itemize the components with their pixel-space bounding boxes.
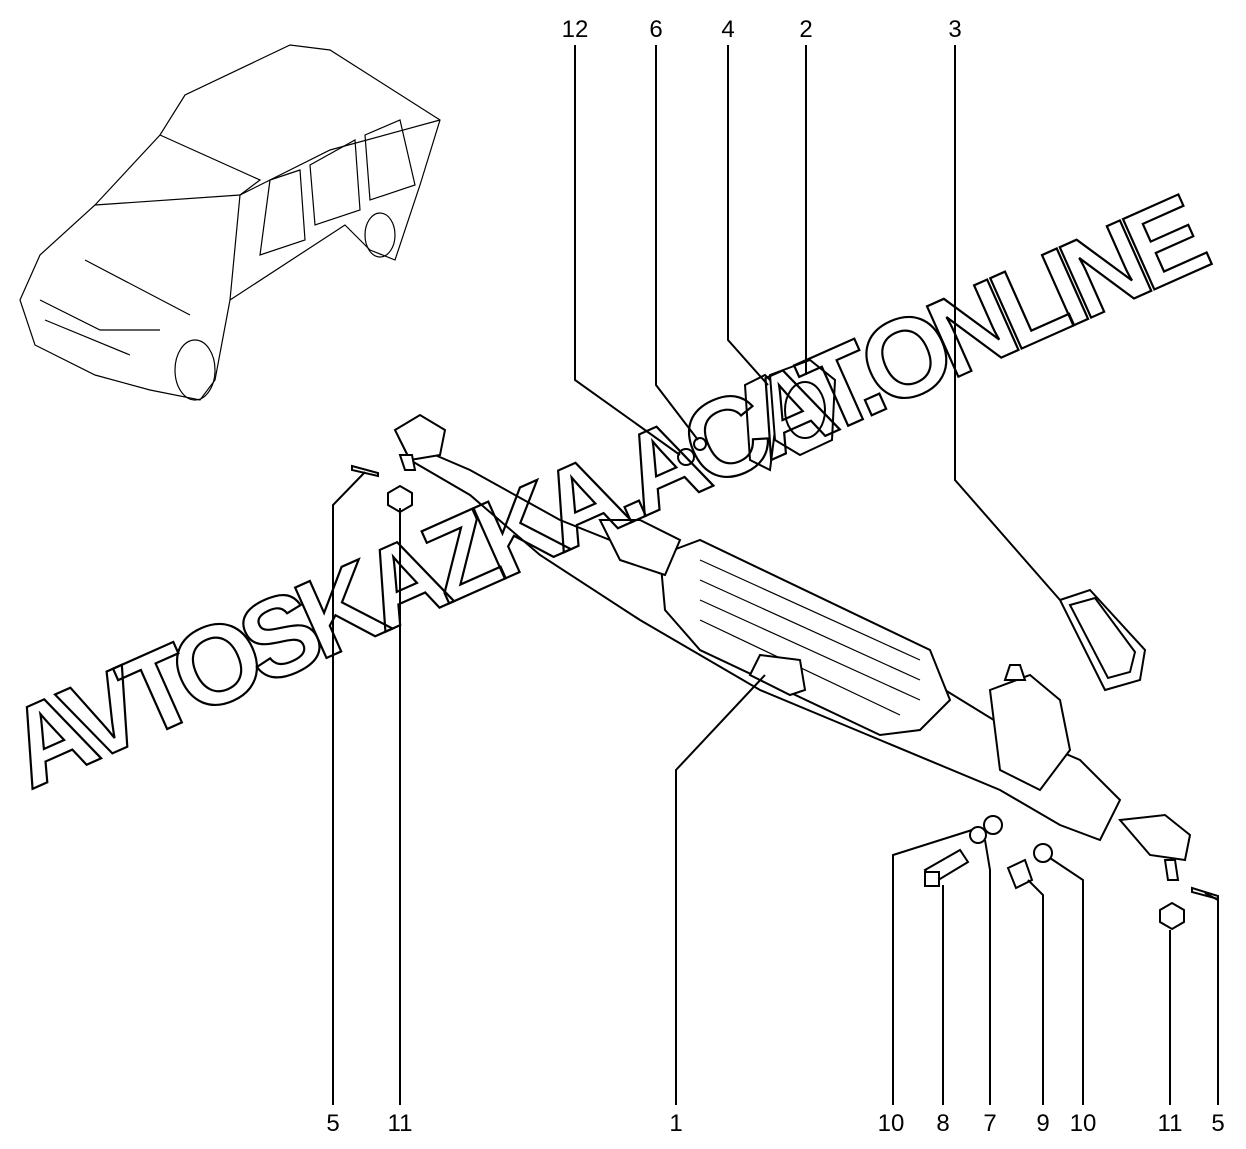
callout-6: 6	[649, 16, 662, 43]
callout-8: 8	[936, 1110, 949, 1137]
callout-5-right: 5	[1211, 1110, 1224, 1137]
callout-11-right: 11	[1158, 1110, 1183, 1137]
callout-10-left: 10	[878, 1110, 905, 1137]
callout-1: 1	[669, 1110, 682, 1137]
callout-9: 9	[1036, 1110, 1049, 1137]
callout-3: 3	[948, 16, 961, 43]
callout-4: 4	[721, 16, 734, 43]
leader-lines	[332, 45, 1219, 1105]
callout-10-right: 10	[1070, 1110, 1097, 1137]
vehicle-thumbnail	[19, 44, 441, 401]
callout-2: 2	[799, 16, 812, 43]
callout-12: 12	[562, 16, 589, 43]
callout-7: 7	[983, 1110, 996, 1137]
callout-5-left: 5	[326, 1110, 339, 1137]
small-parts	[351, 358, 1219, 931]
steering-rack	[393, 413, 1192, 881]
callout-11-left: 11	[388, 1110, 413, 1137]
